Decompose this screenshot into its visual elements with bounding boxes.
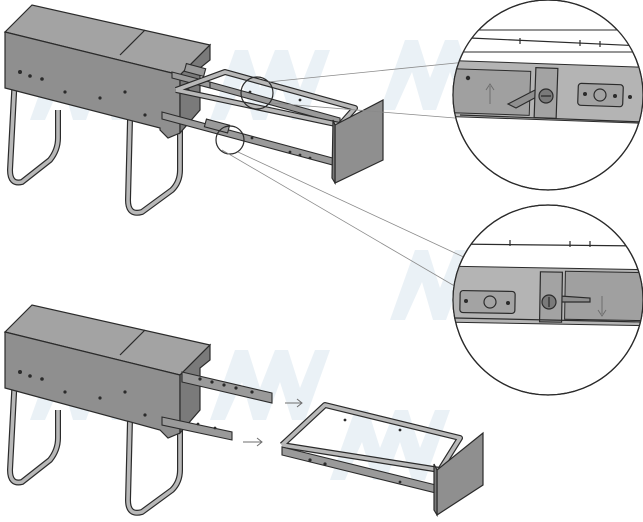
assembly-top (3, 4, 471, 289)
leader-line (237, 151, 471, 261)
slide-rails-bottom (161, 371, 273, 441)
magnifier-marker-2 (215, 125, 245, 155)
magnifier-marker-1 (240, 76, 274, 110)
leader-line (270, 102, 456, 119)
detail-lock-top (452, 0, 643, 191)
detail-lock-bottom (452, 204, 643, 396)
leg-frame-bottom (7, 374, 183, 516)
arrow-down-icon (597, 296, 607, 317)
drawer-bottom (279, 402, 484, 518)
cabinet-body-top (3, 4, 212, 139)
arrow-right-icon (243, 437, 263, 447)
drawer-top (174, 69, 384, 186)
assembly-bottom (3, 304, 484, 518)
arrow-up-icon (485, 83, 495, 104)
leg-frame-top (7, 74, 183, 216)
cabinet-body-bottom (3, 304, 212, 439)
arrow-right-icon (285, 398, 303, 408)
leader-line (267, 61, 467, 83)
leader-line (221, 149, 459, 289)
